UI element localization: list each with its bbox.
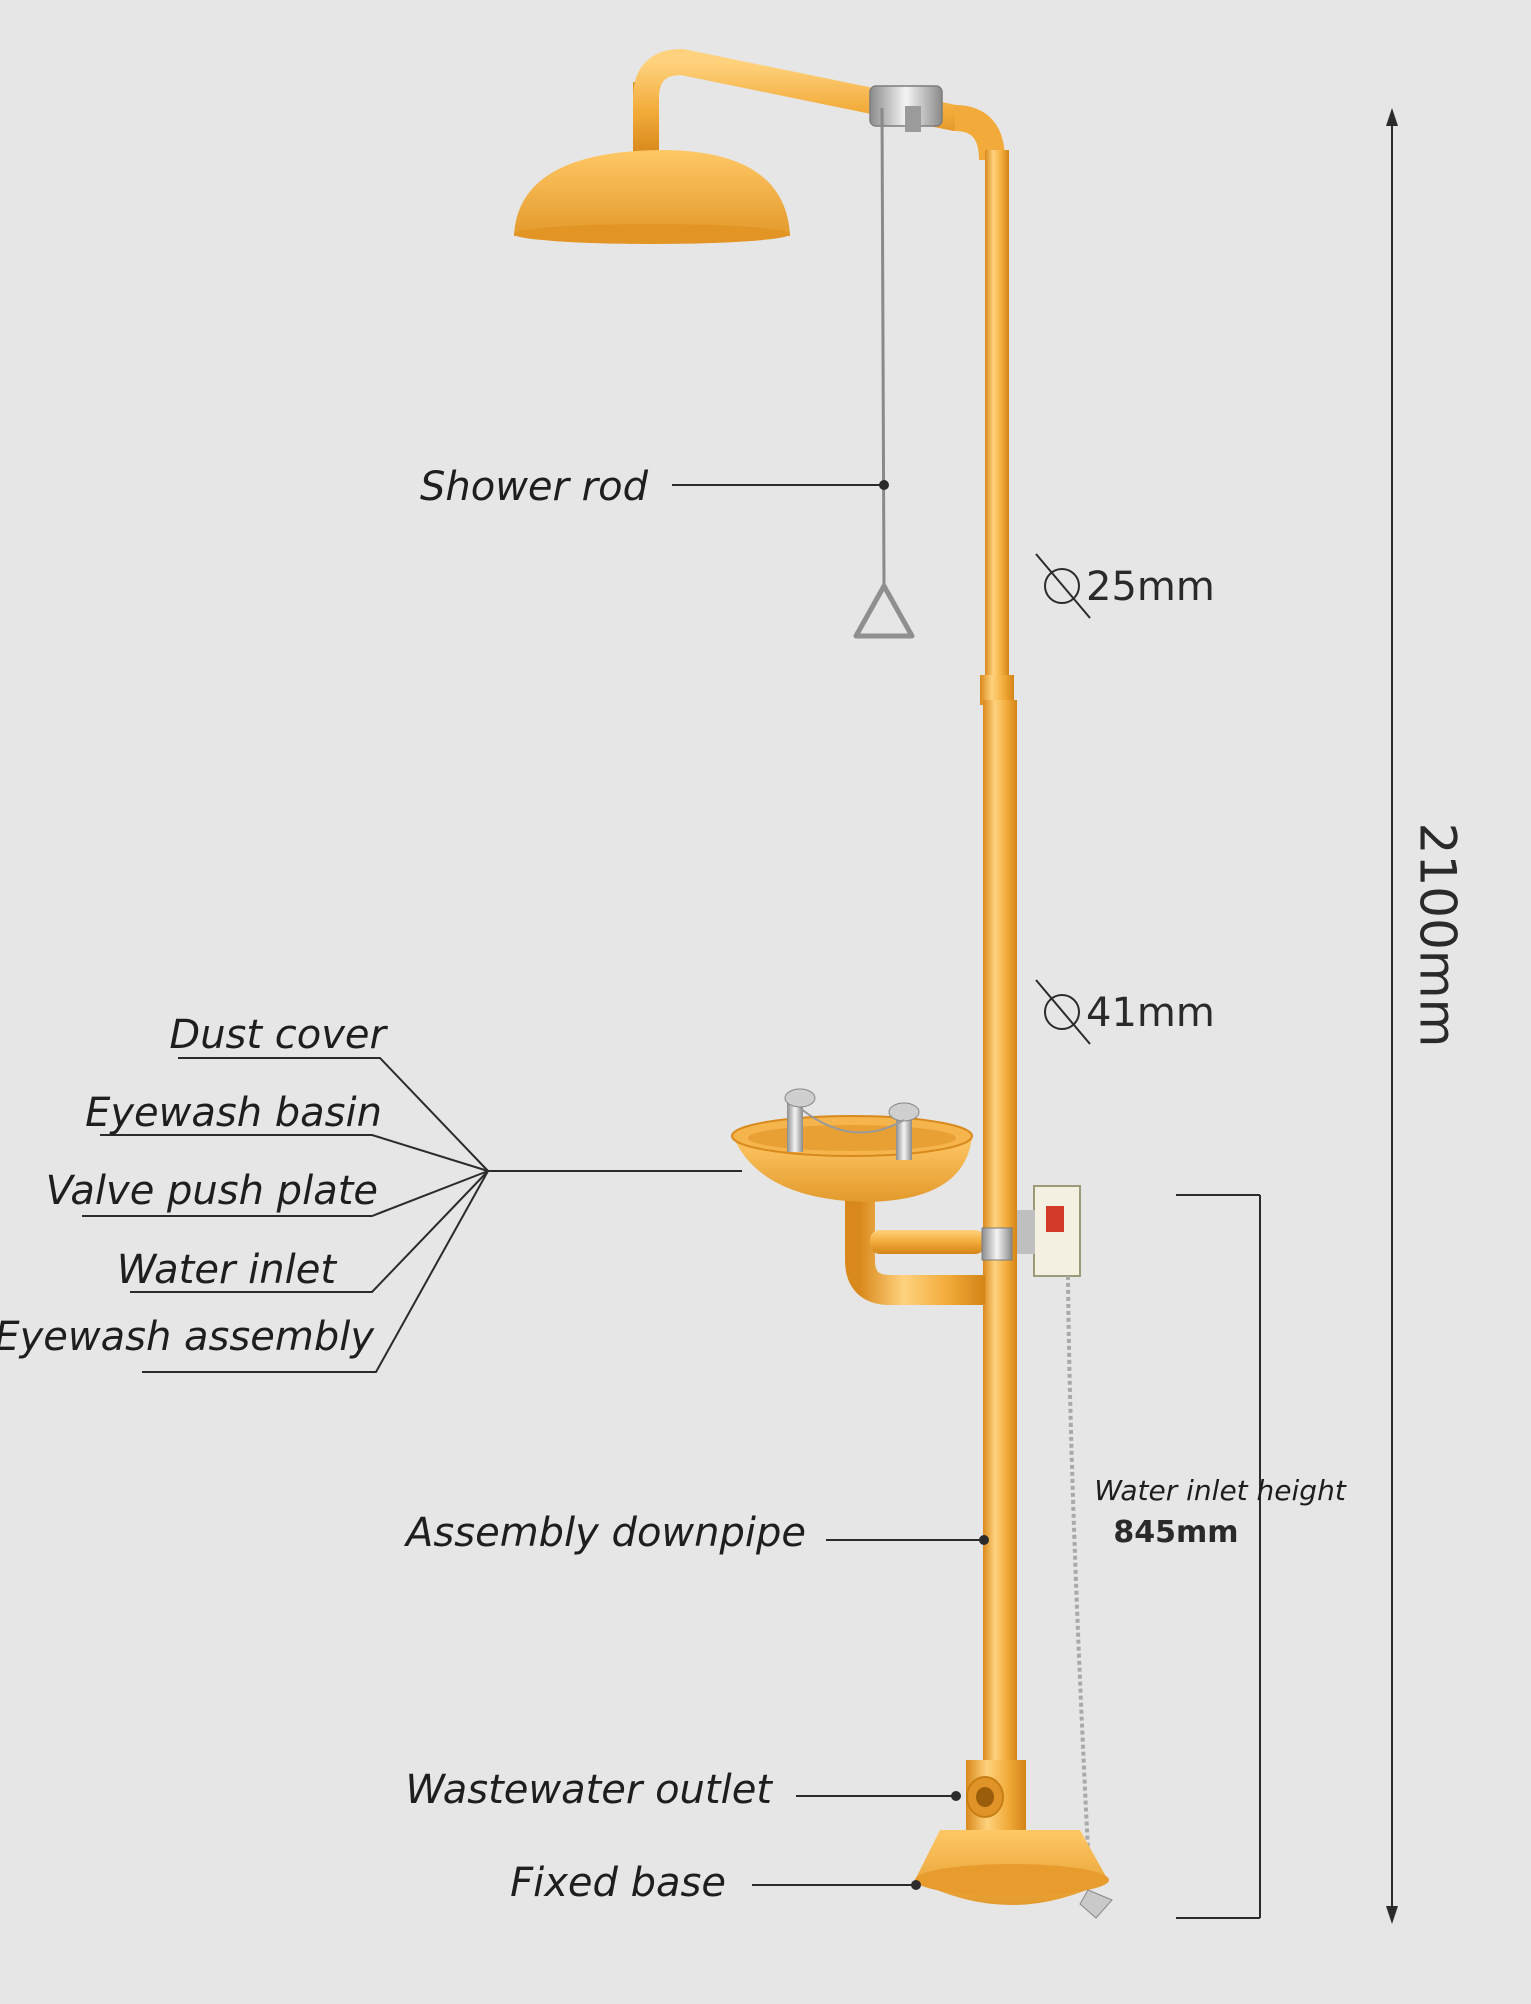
right-nozzle	[896, 1112, 912, 1160]
label-dust-cover: Dust cover	[169, 1012, 388, 1058]
label-assembly-downpipe: Assembly downpipe	[403, 1510, 806, 1556]
label-water-inlet: Water inlet	[117, 1247, 338, 1293]
fixed-base-rim	[915, 1864, 1109, 1896]
leader-valve-push-plate	[82, 1170, 489, 1217]
dot-assembly-downpipe	[979, 1535, 989, 1545]
labels: Shower rod Dust cover Eyewash basin Valv…	[0, 464, 806, 1906]
leader-water-inlet	[130, 1170, 489, 1293]
dust-cover-right	[888, 1102, 920, 1122]
shower-head	[514, 150, 790, 236]
inlet-height-dimension: Water inlet height 845mm	[1094, 1194, 1347, 1919]
dot-shower-rod	[879, 480, 889, 490]
diameter-41mm: 41mm	[1035, 979, 1215, 1045]
fixed-base-assembly	[915, 1760, 1113, 1919]
pull-rod-handle	[853, 583, 915, 639]
dot-wastewater-outlet	[951, 1791, 961, 1801]
push-plate-symbol	[1046, 1206, 1064, 1232]
inlet-valve-body	[981, 1227, 1013, 1261]
callout-lines	[82, 484, 984, 1886]
diameter-25mm-symbol	[1044, 568, 1080, 604]
shower-pull-rod	[853, 107, 915, 639]
shower-head-assembly	[514, 48, 1005, 244]
push-plate-bracket	[1017, 1210, 1035, 1254]
diameter-25mm-text: 25mm	[1086, 564, 1215, 610]
eyewash-assembly	[731, 1088, 1081, 1305]
label-eyewash-assembly: Eyewash assembly	[0, 1314, 375, 1360]
leader-eyewash-assembly	[142, 1170, 489, 1373]
total-height-arrow-top	[1386, 108, 1398, 126]
top-arm-pipe	[633, 48, 968, 173]
total-height-arrow-bottom	[1386, 1906, 1398, 1924]
label-shower-rod: Shower rod	[420, 464, 649, 510]
foot-pedal-chain	[1066, 1275, 1092, 1891]
label-eyewash-basin: Eyewash basin	[85, 1090, 382, 1136]
foot-pedal	[1079, 1889, 1113, 1919]
dot-fixed-base	[911, 1880, 921, 1890]
valve-push-plate	[1033, 1185, 1081, 1277]
wastewater-outlet-hole	[976, 1787, 994, 1807]
label-fixed-base: Fixed base	[510, 1860, 726, 1906]
dust-cover-chain	[799, 1107, 905, 1134]
inlet-height-label: Water inlet height	[1094, 1474, 1347, 1507]
inlet-height-value: 845mm	[1113, 1515, 1238, 1550]
eyewash-basin-inner	[748, 1125, 956, 1151]
diameter-25mm: 25mm	[1035, 553, 1215, 619]
label-wastewater-outlet: Wastewater outlet	[405, 1767, 773, 1813]
diameter-41mm-text: 41mm	[1086, 990, 1215, 1036]
shower-valve-stem	[905, 106, 921, 132]
upper-pipe-25mm	[985, 150, 1009, 680]
total-height-text: 2100mm	[1409, 823, 1467, 1048]
lower-pipe-41mm	[983, 700, 1017, 1850]
label-valve-push-plate: Valve push plate	[46, 1168, 378, 1214]
eyewash-downpipe	[845, 1150, 985, 1305]
main-pipe	[980, 150, 1017, 1850]
dust-cover-left	[784, 1088, 816, 1108]
shower-head-rim	[514, 224, 790, 244]
total-height-dimension: 2100mm	[1386, 108, 1467, 1924]
water-inlet-pipe	[870, 1230, 985, 1254]
leader-dust-cover	[178, 1057, 489, 1172]
callout-dots	[879, 480, 989, 1890]
diameter-41mm-symbol	[1044, 994, 1080, 1030]
left-nozzle	[787, 1100, 803, 1152]
leader-eyewash-basin	[100, 1134, 489, 1172]
